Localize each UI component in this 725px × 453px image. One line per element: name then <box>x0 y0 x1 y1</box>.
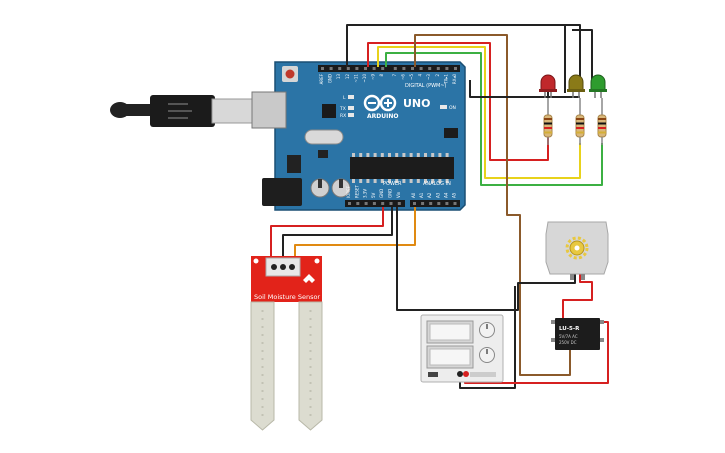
icsp-header <box>444 128 458 138</box>
relay-spec-1: 5V/7A AC <box>559 334 578 339</box>
digital-pin-label: ~5 <box>409 74 414 80</box>
power-pin-label: RESET <box>354 185 359 198</box>
negative-terminal <box>457 371 463 377</box>
digital-pin-label: ~10 <box>362 74 367 83</box>
analog-pin-label: A5 <box>452 192 457 198</box>
analog-pin-label: A2 <box>427 192 432 198</box>
digital-pin-label: TX▸1 <box>443 74 448 85</box>
digital-pin-label: ~11 <box>353 74 358 83</box>
chip-pins-top <box>352 153 449 157</box>
soil-moisture-sensor: Soil Moisture Sensor <box>250 256 323 431</box>
arduino-logo <box>363 94 397 112</box>
digital-pin-label: GND <box>328 74 333 83</box>
digital-header <box>318 65 460 72</box>
rx-led <box>348 113 354 117</box>
atmega-chip <box>350 157 454 179</box>
wire-brown-relay <box>414 34 571 376</box>
voltage-knob[interactable] <box>479 322 495 338</box>
tx-led <box>348 106 354 110</box>
digital-pin-label: 4 <box>418 74 423 77</box>
led-yellow[interactable] <box>567 74 585 98</box>
wire-red-led <box>367 42 549 161</box>
digital-pin-label: 7 <box>392 74 397 77</box>
wire-green-led <box>385 52 603 186</box>
resistor <box>543 98 553 145</box>
digital-pin-label: 8 <box>379 74 384 77</box>
tx-led-label: TX <box>339 106 346 112</box>
wire-sensor-signal <box>294 207 416 262</box>
rx-led-label: RX <box>340 113 346 119</box>
analog-pin-label: A4 <box>443 192 448 198</box>
wire-yellow-led <box>377 46 581 179</box>
board-brand: ARDUINO <box>367 113 398 120</box>
usb-b-port <box>251 91 287 129</box>
digital-pin-label: ~6 <box>400 74 405 80</box>
power-jack <box>262 178 302 206</box>
relay-module: LU-5-R 5V/7A AC 250V DC <box>551 318 604 350</box>
usb-chip <box>322 104 336 118</box>
dc-motor <box>545 221 609 280</box>
power-pin-label: Vin <box>396 191 401 198</box>
analog-header <box>410 200 460 207</box>
digital-label: DIGITAL (PWM~) <box>405 83 447 89</box>
power-label: POWER <box>383 181 402 187</box>
l-led-label: L <box>343 95 346 101</box>
led-green[interactable] <box>589 74 607 98</box>
digital-pin-label: 13 <box>336 74 341 80</box>
voltage-regulator <box>287 155 301 173</box>
analog-pin-label: A3 <box>435 192 440 198</box>
l-led <box>348 95 354 99</box>
wire-sensor-vcc <box>270 207 384 262</box>
power-pin-label: GND <box>388 189 393 198</box>
analog-pin-label: A0 <box>411 192 416 198</box>
dc-power-supply <box>420 314 504 383</box>
resistors <box>543 98 607 145</box>
on-led-label: ON <box>449 105 456 111</box>
power-switch[interactable] <box>428 372 438 377</box>
wire-gnd-black-2 <box>572 29 593 90</box>
digital-pin-label: RX◂0 <box>452 74 457 85</box>
sensor-label: Soil Moisture Sensor <box>254 293 320 301</box>
power-pin-label: 5V <box>371 192 376 198</box>
power-pin-label: 3.3V <box>363 189 368 198</box>
led-red[interactable] <box>539 74 557 98</box>
resistor <box>597 98 607 145</box>
current-knob[interactable] <box>479 347 495 363</box>
chip-pins-bottom <box>352 179 449 183</box>
digital-pin-label: ~3 <box>426 74 431 80</box>
wire-sensor-gnd <box>282 207 393 262</box>
analog-label: ANALOG IN <box>423 181 451 187</box>
relay-label: LU-5-R <box>559 326 580 332</box>
power-pin-label: IOREF <box>346 185 351 198</box>
digital-pin-label: 12 <box>345 74 350 80</box>
positive-terminal <box>463 371 469 377</box>
relay-body <box>555 318 600 350</box>
usb-connector-metal <box>211 98 253 124</box>
board-model: UNO <box>403 97 431 110</box>
sensor-logo <box>303 274 315 283</box>
relay-spec-2: 250V DC <box>559 340 577 345</box>
crystal-oscillator <box>304 129 344 145</box>
on-led <box>440 105 447 109</box>
digital-pin-label: 2 <box>435 74 440 77</box>
digital-pin-label: ~9 <box>371 74 376 80</box>
resistor <box>575 98 585 145</box>
power-pin-label: GND <box>379 189 384 198</box>
analog-pin-label: A1 <box>419 192 424 198</box>
wire-gnd-black <box>346 24 566 93</box>
digital-pin-label: AREF <box>319 73 324 84</box>
wire-motor-gnd <box>396 207 576 311</box>
